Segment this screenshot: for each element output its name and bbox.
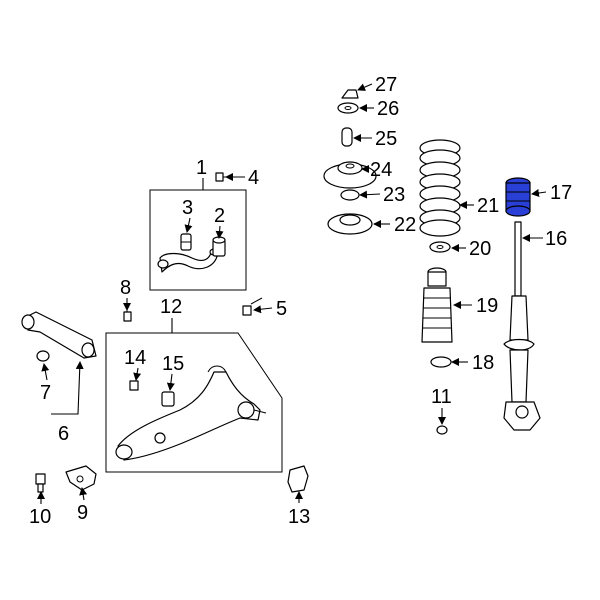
part-10-bolt[interactable]	[35, 473, 46, 493]
callout-26: 26	[377, 98, 399, 120]
part-19-dust-boot[interactable]	[421, 267, 453, 343]
part-22-seat[interactable]	[327, 213, 373, 235]
callout-13: 13	[288, 506, 310, 528]
callout-labels: 1 2 3 4 5 6 7 8 9 10 11 12 13 14 15 16 1…	[29, 74, 572, 528]
callout-9: 9	[77, 502, 88, 524]
part-20-washer[interactable]	[429, 241, 451, 253]
group-box-12	[105, 318, 283, 473]
part-9-bracket[interactable]	[65, 465, 97, 491]
part-18-bumper[interactable]	[430, 356, 452, 368]
callout-15: 15	[162, 353, 184, 375]
leaders	[37, 83, 547, 504]
callout-21: 21	[477, 195, 499, 217]
part-17-bump-stop[interactable]	[505, 177, 531, 217]
callout-17: 17	[550, 182, 572, 204]
callout-24: 24	[370, 159, 392, 181]
callout-4: 4	[248, 167, 259, 189]
callout-7: 7	[40, 382, 51, 404]
callout-3: 3	[182, 197, 193, 219]
part-25-bushing[interactable]	[341, 127, 353, 147]
part-7-bushing[interactable]	[36, 350, 50, 362]
callout-22: 22	[394, 214, 416, 236]
callout-18: 18	[472, 352, 494, 374]
callout-16: 16	[545, 228, 567, 250]
callout-11: 11	[431, 386, 452, 408]
part-14-bolt[interactable]	[129, 380, 139, 391]
callout-12: 12	[160, 296, 182, 318]
part-26-washer[interactable]	[337, 102, 359, 114]
part-21-coil-spring[interactable]	[419, 139, 461, 237]
callout-27: 27	[375, 74, 397, 96]
callout-1: 1	[196, 157, 207, 179]
part-5-bolt[interactable]	[242, 297, 263, 316]
callout-14: 14	[124, 347, 146, 369]
part-24-mount[interactable]	[323, 161, 377, 189]
callout-19: 19	[476, 295, 498, 317]
part-27-nut[interactable]	[341, 89, 359, 99]
callout-5: 5	[276, 298, 287, 320]
part-12-trailing-arm[interactable]	[115, 365, 267, 461]
group-box-1	[149, 178, 247, 291]
callout-25: 25	[375, 128, 397, 150]
callout-8: 8	[120, 277, 131, 299]
part-13-nut[interactable]	[287, 465, 309, 493]
callout-2: 2	[214, 205, 225, 227]
part-23-bushing[interactable]	[340, 189, 360, 201]
part-16-shock-absorber[interactable]	[503, 221, 541, 431]
part-6-arm[interactable]	[21, 311, 97, 359]
callout-10: 10	[29, 506, 51, 528]
part-11-nut[interactable]	[436, 425, 448, 435]
part-3-link[interactable]	[157, 233, 219, 273]
part-2-bushing[interactable]	[212, 236, 226, 257]
callout-23: 23	[383, 184, 405, 206]
callout-20: 20	[469, 238, 491, 260]
callout-6: 6	[58, 423, 69, 445]
part-15-stud[interactable]	[161, 391, 175, 407]
